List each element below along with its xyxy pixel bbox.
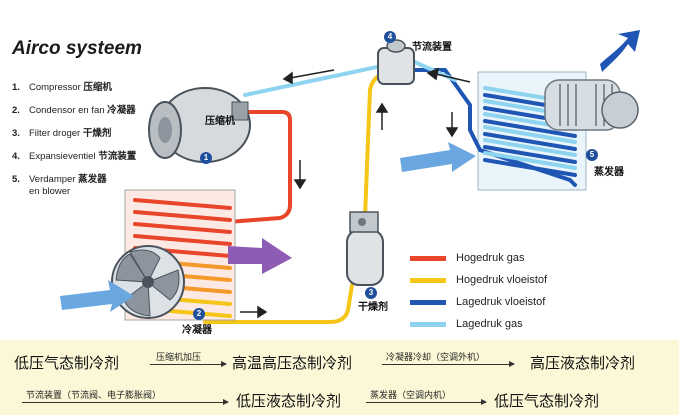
page-title: Airco systeem [12,38,142,59]
badge-evaporator: 5 [586,149,598,161]
legend-swatch [410,277,446,283]
legend-swatch [410,299,446,305]
flow-arrow [150,361,227,367]
process-flow-panel: 低压气态制冷剂 压缩机加压 高温高压态制冷剂 冷凝器冷却（空调外机） 高压液态制… [0,340,679,415]
flow-state-low-liquid: 低压液态制冷剂 [236,392,342,410]
legend-swatch [410,255,446,261]
flow-state-high-liquid: 高压液态制冷剂 [530,354,636,372]
flow-step-condense: 冷凝器冷却（空调外机） [386,353,486,363]
flow-state-high-temp: 高温高压态制冷剂 [232,354,353,372]
legend-swatch [410,321,446,327]
blower [544,79,639,131]
callout-compressor: 压缩机 [205,116,235,127]
condenser-fan [111,245,185,319]
badge-compressor: 1 [200,152,212,164]
flow-arrow [382,361,515,367]
compressor [148,87,251,163]
badge-drier: 3 [365,287,377,299]
flow-direction-arrows [240,67,471,319]
flow-arrow [366,399,487,405]
legend-lagedruk-vloeistof: Lagedruk vloeistof [410,296,545,308]
callout-evaporator: 蒸发器 [594,167,624,178]
legend-hogedruk-gas: Hogedruk gas [410,252,525,264]
component-item-expansion: 4. Expansieventiel 节流装置 [12,151,137,162]
flow-step-compress: 压缩机加压 [156,353,202,363]
filter-drier [346,211,384,286]
airflow-condenser-in-arrow [60,280,134,312]
component-item-filter: 3. Filter droger 干燥剂 [12,128,112,139]
legend-lagedruk-gas: Lagedruk gas [410,318,523,330]
airflow-in-arrow [400,142,476,172]
callout-expansion: 节流装置 [412,42,452,53]
airflow-condenser-out-arrow [228,238,292,274]
expansion-valve [377,39,415,85]
flow-step-expand: 节流装置（节流阀、电子膨胀阀） [26,391,162,401]
component-item-compressor: 1. Compressor 压缩机 [12,82,112,93]
badge-condenser: 2 [193,308,205,320]
airflow-up-arrow [600,30,640,72]
flow-step-evaporate: 蒸发器（空调内机） [370,391,452,401]
legend-hogedruk-vloeistof: Hogedruk vloeistof [410,274,547,286]
flow-state-low-gas: 低压气态制冷剂 [14,354,120,372]
component-item-condenser: 2. Condensor en fan 冷凝器 [12,105,136,116]
badge-expansion: 4 [384,31,396,43]
component-list: 1. Compressor 压缩机 2. Condensor en fan 冷凝… [12,82,172,209]
callout-condenser: 冷凝器 [182,325,212,336]
flow-state-low-gas-end: 低压气态制冷剂 [494,392,600,410]
callout-drier: 干燥剂 [358,302,388,313]
refrigerant-circuit [60,30,640,324]
flow-arrow [22,399,229,405]
